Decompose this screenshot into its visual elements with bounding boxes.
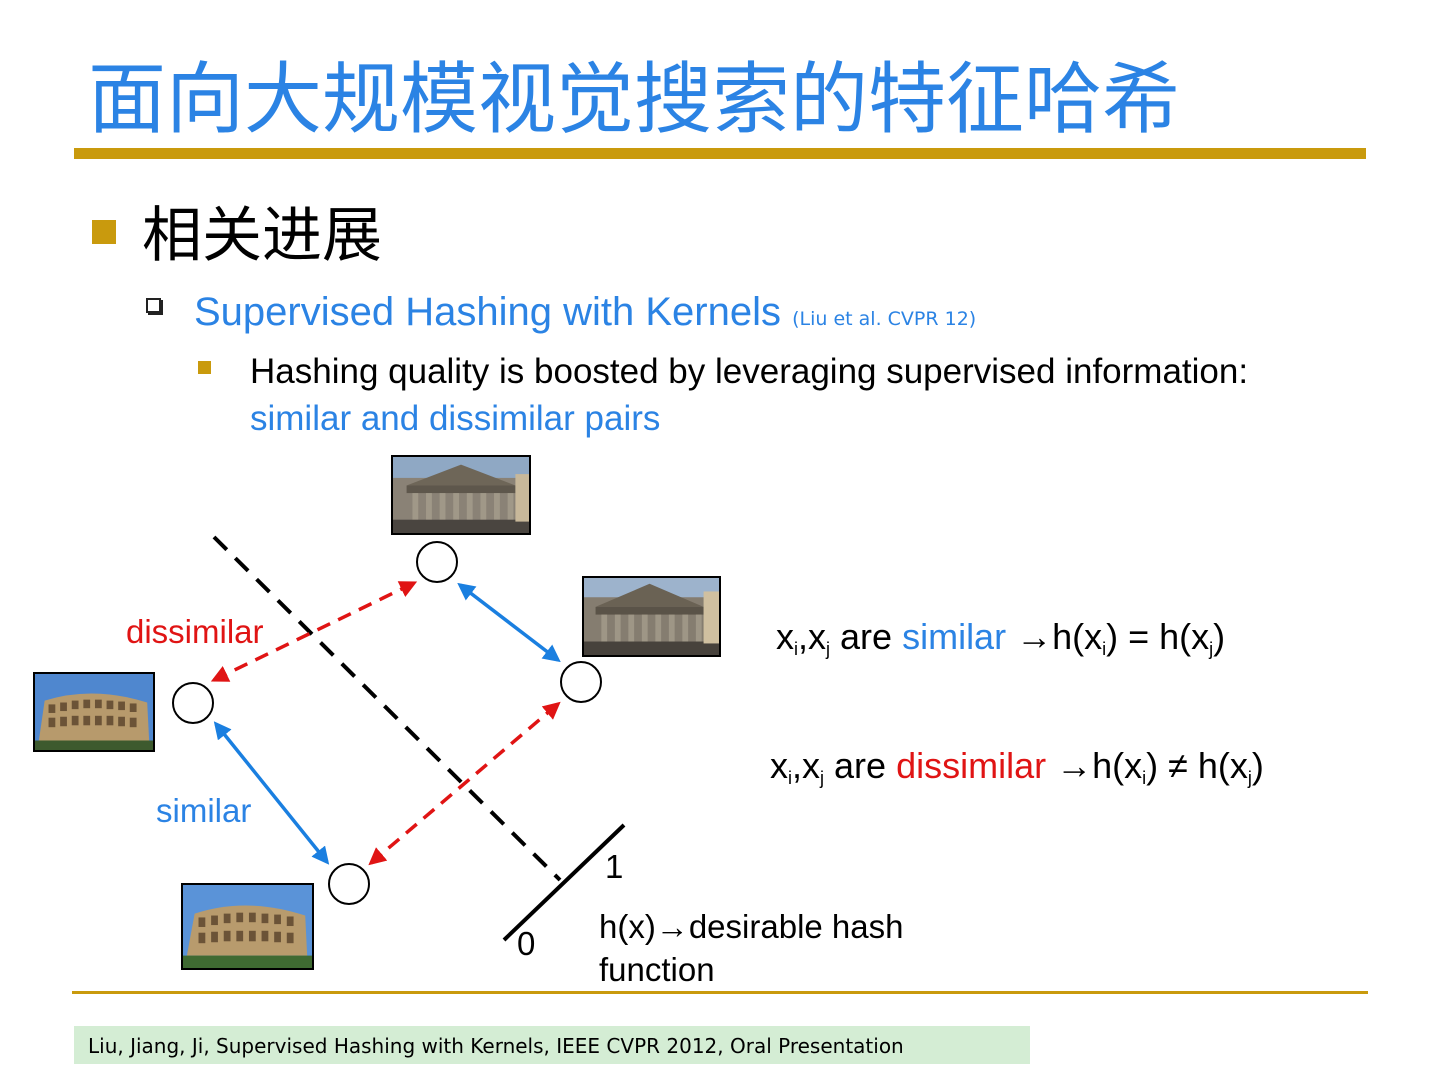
data-point-bottom	[329, 864, 369, 904]
data-point-left	[173, 683, 213, 723]
bit-one-label: 1	[605, 848, 623, 886]
dissimilar-equation: xi,xj are dissimilar →h(xi) ≠ h(xj)	[770, 745, 1264, 789]
citation-footer: Liu, Jiang, Ji, Supervised Hashing with …	[74, 1026, 1030, 1064]
data-point-top	[417, 542, 457, 582]
dissimilar-arrow-bottom	[371, 704, 558, 863]
hyperplane-boundary	[214, 537, 560, 880]
similar-arrow-top	[460, 585, 558, 660]
bit-zero-label: 0	[517, 925, 535, 963]
dissimilar-label: dissimilar	[126, 613, 264, 651]
similar-equation: xi,xj are similar →h(xi) = h(xj)	[776, 616, 1225, 660]
footer-divider	[72, 991, 1368, 994]
hash-function-caption: h(x)→desirable hash function	[599, 905, 959, 991]
similar-label: similar	[156, 792, 251, 830]
data-point-right	[561, 662, 601, 702]
